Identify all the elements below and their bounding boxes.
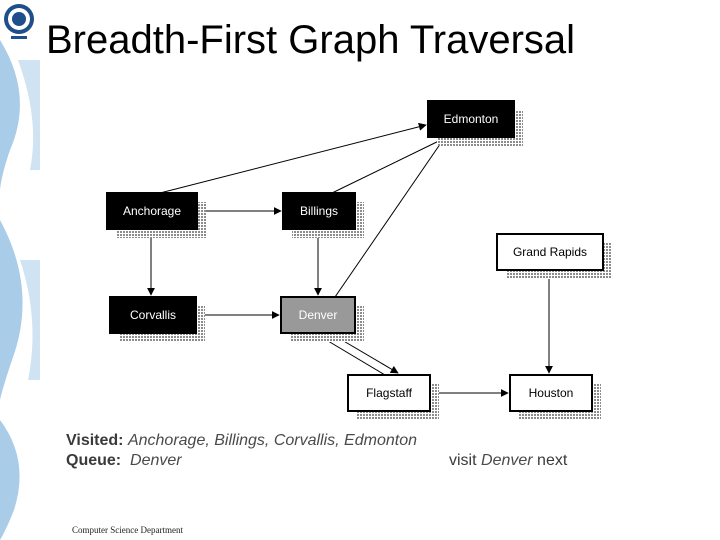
queue-value: Denver [130,452,182,469]
node-flagstaff: Flagstaff [347,374,439,420]
next-visit-note: visit Denver next [449,452,567,470]
university-seal-logo [4,4,34,39]
next-suffix: next [537,452,568,469]
node-box [509,374,593,412]
next-node: Denver [481,452,533,469]
edge-anchorage-to-edmonton [159,122,427,194]
node-label: Corvallis [130,308,176,322]
node-label: Billings [300,204,338,218]
node-label: Anchorage [123,204,181,218]
node-box [427,100,515,138]
node-box [280,296,356,334]
footer-department: Computer Science Department [72,525,183,535]
node-denver: Denver [280,296,364,342]
queue-label: Queue: [66,452,122,469]
node-label: Flagstaff [366,386,412,400]
node-corvallis: Corvallis [109,296,205,342]
node-box [496,233,604,271]
node-grand-rapids: Grand Rapids [496,233,612,279]
decorative-side-stripe [0,0,40,540]
edge-billings-to-edmonton [331,136,448,194]
node-edmonton: Edmonton [427,100,523,146]
node-box [109,296,197,334]
node-label: Houston [529,386,574,400]
node-anchorage: Anchorage [106,192,206,238]
node-box [282,192,356,230]
next-prefix: visit [449,452,477,469]
node-billings: Billings [282,192,364,238]
visited-value: Anchorage, Billings, Corvallis, Edmonton [127,432,417,449]
visited-label: Visited: [66,432,124,449]
node-box [106,192,198,230]
visited-line: Visited: Anchorage, Billings, Corvallis,… [66,432,417,450]
edge-denver-to-edmonton [334,136,446,298]
queue-line: Queue: Denver [66,452,182,470]
node-label: Edmonton [444,112,499,126]
slide-title: Breadth-First Graph Traversal [46,18,576,62]
node-box [347,374,431,412]
node-label: Grand Rapids [513,245,587,259]
node-label: Denver [299,308,338,322]
node-houston: Houston [509,374,601,420]
